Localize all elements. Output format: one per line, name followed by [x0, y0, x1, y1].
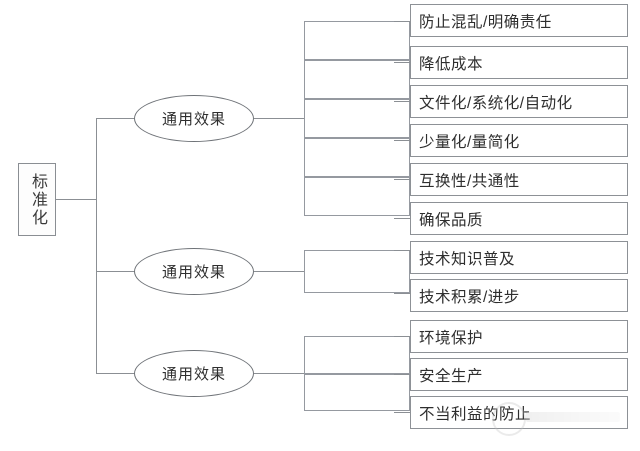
leaf-box-1-4-label: 少量化/量简化 [419, 133, 520, 151]
leaf-box-1-3[interactable]: 文件化/系统化/自动化 [410, 85, 628, 118]
leaf-box-3-1[interactable]: 环境保护 [410, 320, 628, 353]
stub-1-3 [394, 101, 410, 102]
leaf-box-1-3-label: 文件化/系统化/自动化 [419, 94, 573, 112]
leaf-box-1-5-label: 互换性/共通性 [419, 172, 520, 190]
leaf-box-3-2[interactable]: 安全生产 [410, 358, 628, 391]
leaf-box-3-2-label: 安全生产 [419, 367, 484, 385]
group-node-1[interactable]: 通用效果 [134, 95, 254, 142]
stub-2-1 [394, 250, 410, 251]
leaf-box-1-6[interactable]: 确保品质 [410, 202, 628, 235]
group-node-3-label: 通用效果 [161, 366, 226, 383]
stub-3-1 [394, 336, 410, 337]
leaf-box-2-1[interactable]: 技术知识普及 [410, 241, 628, 274]
stub-3-3 [394, 412, 410, 413]
leaf-box-1-2-label: 降低成本 [419, 55, 484, 73]
leaf-box-3-3[interactable]: 不当利益的防止 [410, 396, 628, 429]
stub-2-2 [394, 293, 410, 294]
root-node-standardization[interactable]: 标准化 [18, 163, 56, 236]
stub-1-5 [394, 179, 410, 180]
leaf-box-2-1-label: 技术知识普及 [419, 250, 516, 268]
leaf-box-3-1-label: 环境保护 [419, 329, 484, 347]
leaf-box-1-6-label: 确保品质 [419, 211, 484, 229]
bracket-cell-1-2 [304, 60, 410, 99]
connector-group1-to-bracket [254, 118, 304, 119]
connector-group2-to-bracket [254, 271, 304, 272]
leaf-box-1-5[interactable]: 互换性/共通性 [410, 163, 628, 196]
leaf-box-1-1-label: 防止混乱/明确责任 [419, 13, 552, 31]
bracket-cell-3-1 [304, 336, 410, 374]
bracket-cell-1-1 [304, 21, 410, 60]
bracket-cell-3-2 [304, 374, 410, 411]
leaf-box-1-4[interactable]: 少量化/量简化 [410, 124, 628, 157]
leaf-box-3-3-label: 不当利益的防止 [419, 405, 532, 423]
stub-3-2 [394, 374, 410, 375]
bracket-cell-1-5 [304, 177, 410, 216]
connector-main-trunk [96, 118, 97, 374]
stub-1-2 [394, 62, 410, 63]
group-node-2-label: 通用效果 [161, 264, 226, 281]
group-node-3[interactable]: 通用效果 [134, 350, 254, 397]
stub-1-6 [394, 218, 410, 219]
leaf-box-2-2[interactable]: 技术积累/进步 [410, 279, 628, 312]
leaf-box-2-2-label: 技术积累/进步 [419, 288, 520, 306]
connector-branch-3 [96, 373, 136, 374]
connector-branch-2 [96, 271, 136, 272]
connector-branch-1 [96, 118, 136, 119]
stub-1-1 [394, 21, 410, 22]
leaf-box-1-1[interactable]: 防止混乱/明确责任 [410, 4, 628, 37]
bracket-cell-2-1 [304, 250, 410, 293]
connector-root-stem [56, 199, 96, 200]
bracket-cell-1-3 [304, 99, 410, 138]
root-node-label: 标准化 [28, 172, 46, 227]
stub-1-4 [394, 140, 410, 141]
group-node-2[interactable]: 通用效果 [134, 248, 254, 295]
connector-group3-to-bracket [254, 373, 304, 374]
leaf-box-1-2[interactable]: 降低成本 [410, 46, 628, 79]
group-node-1-label: 通用效果 [161, 111, 226, 128]
bracket-cell-1-4 [304, 138, 410, 177]
